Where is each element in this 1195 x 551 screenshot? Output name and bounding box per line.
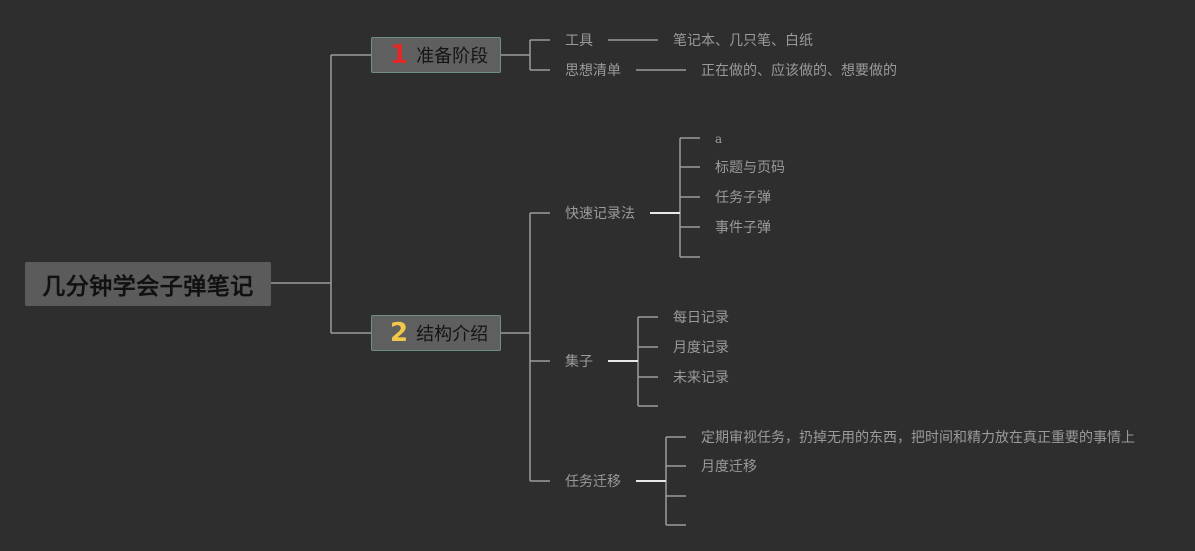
node-migration[interactable]: 任务迁移 <box>565 474 621 490</box>
list-item[interactable]: 任务子弹 <box>715 190 771 206</box>
note-thought-list[interactable]: 正在做的、应该做的、想要做的 <box>701 63 897 79</box>
priority-2-icon: 2 <box>390 318 409 348</box>
node-thought-list[interactable]: 思想清单 <box>565 63 621 79</box>
branch-node-structure[interactable]: 2 结构介绍 <box>371 315 501 351</box>
list-item[interactable]: 月度记录 <box>673 340 729 356</box>
node-collections[interactable]: 集子 <box>565 354 593 370</box>
branch-node-prep[interactable]: 1 准备阶段 <box>371 37 501 73</box>
list-item[interactable]: 定期审视任务，扔掉无用的东西，把时间和精力放在真正重要的事情上 <box>701 430 1135 446</box>
priority-1-icon: 1 <box>390 40 409 70</box>
list-item[interactable]: 每日记录 <box>673 310 729 326</box>
root-node[interactable]: 几分钟学会子弹笔记 <box>25 262 271 306</box>
list-item[interactable]: 标题与页码 <box>715 160 785 176</box>
branch-label: 结构介绍 <box>416 324 489 345</box>
root-label: 几分钟学会子弹笔记 <box>42 274 254 300</box>
branch-label: 准备阶段 <box>416 46 489 67</box>
node-tools[interactable]: 工具 <box>565 33 593 49</box>
list-item[interactable]: 未来记录 <box>673 370 729 386</box>
list-item[interactable]: 月度迁移 <box>701 459 757 475</box>
list-item[interactable]: a <box>715 132 723 146</box>
list-item[interactable]: 事件子弹 <box>715 220 771 236</box>
node-rapid-logging[interactable]: 快速记录法 <box>565 206 635 222</box>
note-tools[interactable]: 笔记本、几只笔、白纸 <box>673 33 813 49</box>
